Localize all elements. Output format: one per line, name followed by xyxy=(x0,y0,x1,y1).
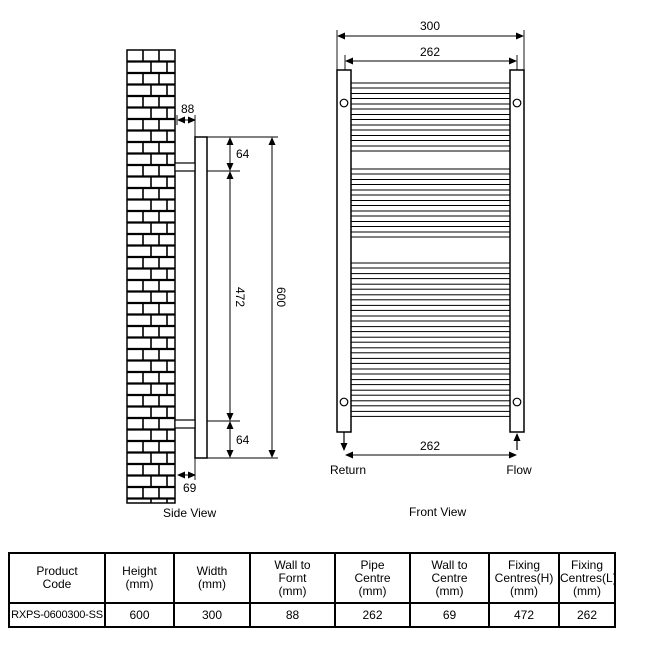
towel-bar xyxy=(350,315,511,322)
table-cell: 262 xyxy=(334,602,411,628)
technical-drawing: 88 64 472 64 600 69 300 262 xyxy=(126,19,532,504)
table-header-text: (mm) xyxy=(198,577,226,591)
table-header-text: Fixing xyxy=(507,557,540,572)
table-header-text: Centres(L) xyxy=(560,570,617,585)
towel-bar xyxy=(350,262,511,269)
top-wall-bracket xyxy=(174,162,196,172)
side-extension-lines xyxy=(176,115,278,480)
towel-bar xyxy=(350,368,511,375)
table-header-text: Centre xyxy=(431,570,468,585)
fixing-hole-bottom-left xyxy=(339,397,349,407)
towel-bar xyxy=(350,93,511,99)
table-cell: 88 xyxy=(249,602,336,628)
table-header-text: (mm) xyxy=(278,583,307,598)
product-code-cell: RXPS-0600300-SS xyxy=(8,602,106,628)
table-header-text: (mm) xyxy=(358,583,387,598)
fixing-hole-bottom-right xyxy=(512,397,522,407)
pipe-offset-label: 69 xyxy=(183,481,197,495)
towel-bar xyxy=(350,200,511,206)
towel-bar xyxy=(350,347,511,354)
towel-bar xyxy=(350,124,511,131)
towel-bar xyxy=(350,326,511,333)
overall-height-label: 600 xyxy=(274,287,288,307)
table-cell: 262 xyxy=(558,602,616,628)
towel-bar xyxy=(350,336,511,343)
towel-bar xyxy=(350,304,511,311)
towel-bar xyxy=(350,189,511,196)
towel-bar xyxy=(350,379,511,386)
table-header-text: Width xyxy=(196,564,228,578)
bottom-wall-bracket xyxy=(174,419,196,429)
fixing-hole-top-left xyxy=(339,98,349,108)
table-header-cell: Width(mm) xyxy=(173,552,251,604)
towel-bar xyxy=(350,179,511,185)
side-view-label: Side View xyxy=(163,506,217,520)
towel-bar xyxy=(350,389,511,396)
towel-bar xyxy=(350,294,511,301)
table-header-text: Centres(H) xyxy=(494,570,554,585)
table-header-text: (mm) xyxy=(435,583,464,598)
table-header-cell: Height(mm) xyxy=(104,552,175,604)
left-rail xyxy=(336,69,352,433)
table-header-text: Wall to xyxy=(274,557,311,572)
bottom-offset-label: 64 xyxy=(236,433,250,447)
return-label: Return xyxy=(330,463,366,477)
top-offset-label: 64 xyxy=(236,147,250,161)
wall-gap-label: 88 xyxy=(181,102,195,116)
brick-wall xyxy=(126,49,176,504)
pipe-centre-bottom-label: 262 xyxy=(420,439,440,453)
table-header-text: Product xyxy=(36,564,78,578)
towel-bars xyxy=(350,82,511,417)
fixing-hole-top-right xyxy=(512,98,522,108)
table-header-text: Fornt xyxy=(278,570,307,585)
table-header-text: (mm) xyxy=(573,583,601,598)
towel-bar xyxy=(350,135,511,141)
table-header-text: (mm) xyxy=(125,577,154,591)
right-rail xyxy=(509,69,525,433)
towel-bar xyxy=(350,357,511,364)
table-header-text: Centre xyxy=(354,570,391,585)
table-header-text: Wall to xyxy=(431,557,468,572)
towel-bar xyxy=(350,273,511,280)
table-header-text: Code xyxy=(42,577,72,591)
table-cell: 300 xyxy=(173,602,251,628)
towel-bar xyxy=(350,231,511,238)
front-view: 300 262 262 Return Flow xyxy=(330,19,532,477)
side-view: 88 64 472 64 600 69 xyxy=(126,49,288,504)
towel-bar xyxy=(350,400,511,407)
front-view-label: Front View xyxy=(409,505,467,519)
table-cell: 600 xyxy=(104,602,175,628)
overall-width-label: 300 xyxy=(420,19,440,33)
towel-bar xyxy=(350,103,511,110)
towel-bar xyxy=(350,114,511,120)
flow-label: Flow xyxy=(506,463,532,477)
table-header-text: (mm) xyxy=(510,583,538,598)
fixing-centres-label: 472 xyxy=(233,287,247,307)
table-header-text: Pipe xyxy=(360,557,385,572)
radiator-side-profile xyxy=(194,136,208,459)
towel-bar xyxy=(350,283,511,290)
table-header-text: Height xyxy=(122,564,157,578)
table-header-text: Fixing xyxy=(570,557,603,572)
pipe-centre-top-label: 262 xyxy=(420,45,440,59)
towel-bar xyxy=(350,410,511,417)
towel-bar xyxy=(350,221,511,227)
towel-bar xyxy=(350,168,511,175)
table-cell: 472 xyxy=(488,602,560,628)
towel-bar xyxy=(350,82,511,89)
towel-bar xyxy=(350,210,511,217)
towel-bar xyxy=(350,145,511,152)
table-cell: 69 xyxy=(409,602,490,628)
